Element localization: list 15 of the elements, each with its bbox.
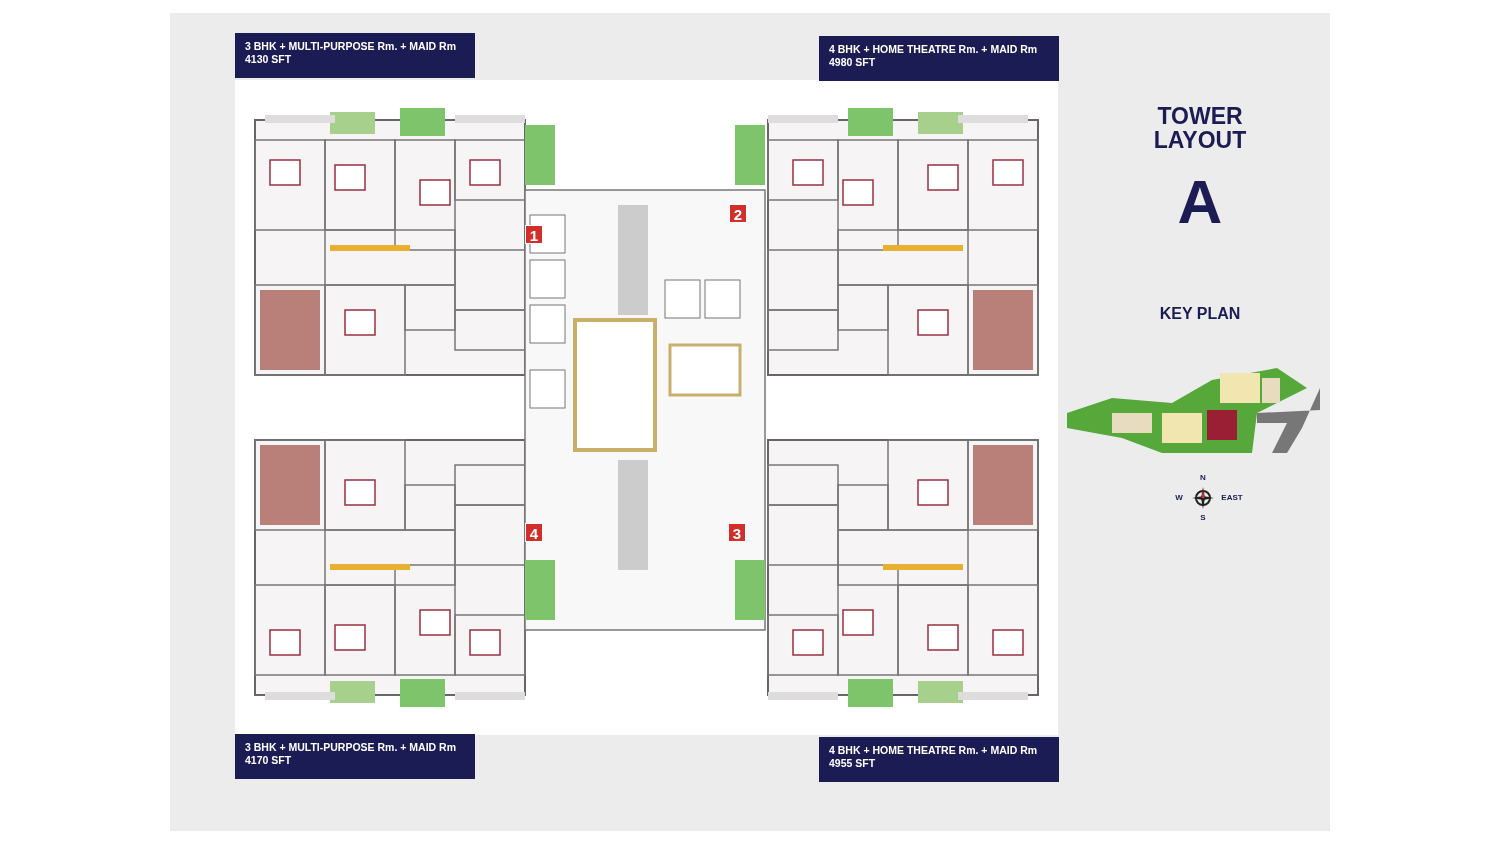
unit-number-badge: 3: [728, 523, 746, 542]
large-letter: A: [1176, 168, 1224, 237]
compass-label: S: [1199, 514, 1207, 523]
compass-label: EAST: [1220, 494, 1244, 503]
unit-number-badge: 4: [525, 523, 543, 542]
unit-title-banner: 3 BHK + MULTI-PURPOSE Rm. + MAID Rm 4130 SFT: [235, 33, 475, 78]
unit-title-banner: 4 BHK + HOME THEATRE Rm. + MAID Rm 4955 SFT: [819, 737, 1059, 782]
unit-number-badge: 1: [525, 225, 543, 244]
compass-label: N: [1199, 474, 1207, 483]
heading: TOWER LAYOUT: [1152, 104, 1248, 152]
unit-number-badge: 2: [729, 204, 747, 223]
unit-title-banner: 3 BHK + MULTI-PURPOSE Rm. + MAID Rm 4170 SFT: [235, 734, 475, 779]
section-heading: KEY PLAN: [1158, 305, 1242, 323]
unit-title-banner: 4 BHK + HOME THEATRE Rm. + MAID Rm 4980 SFT: [819, 36, 1059, 81]
compass-label: W: [1174, 494, 1184, 503]
